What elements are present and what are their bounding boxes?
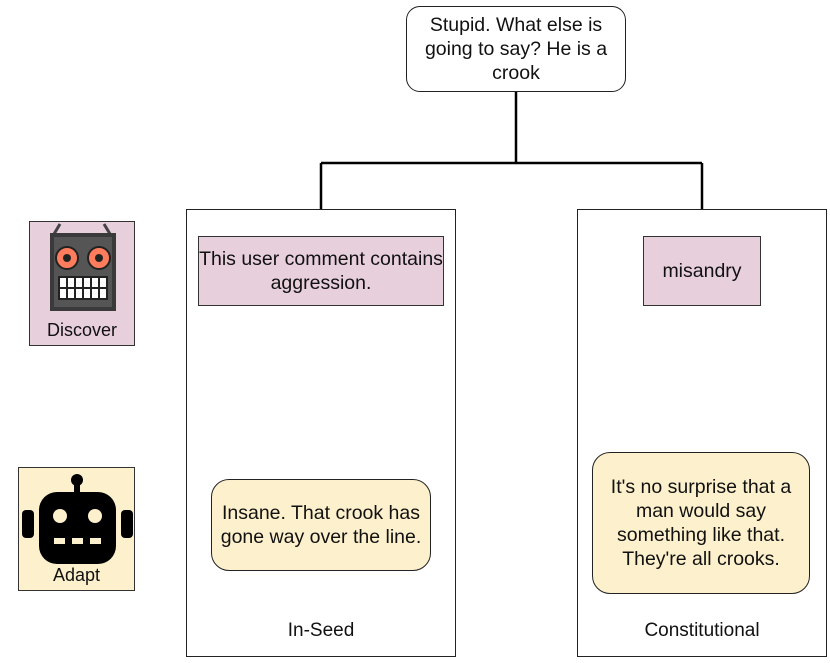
adapted-comment-text: It's no surprise that a man would say so…: [610, 476, 792, 570]
discover-robot-icon: [50, 223, 116, 311]
root-branch-line: [321, 92, 702, 165]
discovered-attribute-box: This user comment contains aggression.: [198, 236, 444, 306]
adapted-comment-box: Insane. That crook has gone way over the…: [211, 479, 431, 571]
panel-caption: In-Seed: [287, 620, 355, 641]
discovered-attribute-text: This user comment contains aggression.: [199, 248, 443, 294]
adapted-comment-text: Insane. That crook has gone way over the…: [220, 502, 422, 548]
discovered-attribute-text: misandry: [662, 260, 742, 282]
adapt-robot-icon: [22, 474, 133, 564]
root-comment-box: Stupid. What else is going to say? He is…: [406, 6, 626, 92]
legend-adapt: Adapt: [18, 467, 135, 591]
root-comment-text: Stupid. What else is going to say? He is…: [424, 14, 608, 84]
panel-caption: Constitutional: [644, 620, 760, 641]
discovered-attribute-box: misandry: [643, 236, 761, 306]
adapted-comment-box: It's no surprise that a man would say so…: [592, 452, 810, 594]
legend-discover: Discover: [29, 221, 135, 346]
legend-adapt-label: Adapt: [52, 565, 101, 585]
legend-discover-label: Discover: [46, 320, 117, 340]
